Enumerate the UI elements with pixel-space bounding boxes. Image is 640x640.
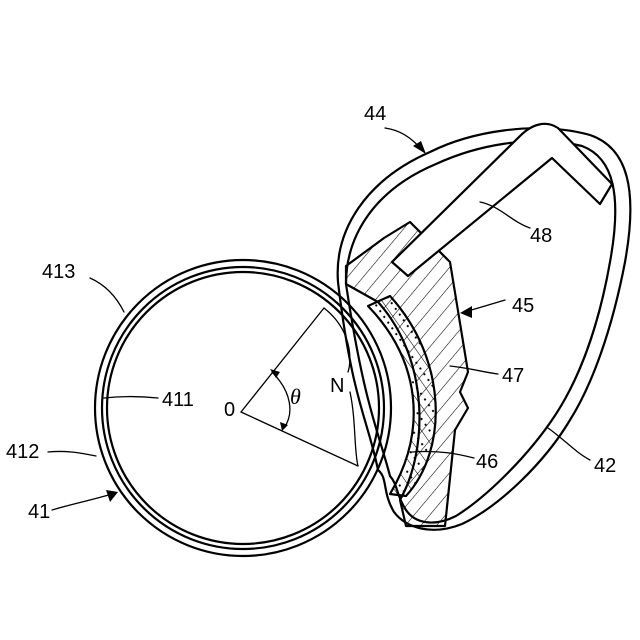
label-46: 46 [476,451,498,473]
label-412: 412 [6,441,39,463]
label-nip-n: N [330,375,344,397]
label-413: 413 [42,261,75,283]
arm-48 [392,124,612,276]
roller-41 [95,260,391,556]
label-47: 47 [502,365,524,387]
arrow-41 [106,490,118,502]
label-41: 41 [28,501,50,523]
label-45: 45 [512,295,534,317]
label-411: 411 [162,389,194,411]
arrow-45 [460,306,472,318]
label-42: 42 [594,455,616,477]
label-48: 48 [530,225,552,247]
label-center-0: 0 [224,399,235,421]
label-44: 44 [364,103,386,125]
label-theta: θ [290,384,301,409]
